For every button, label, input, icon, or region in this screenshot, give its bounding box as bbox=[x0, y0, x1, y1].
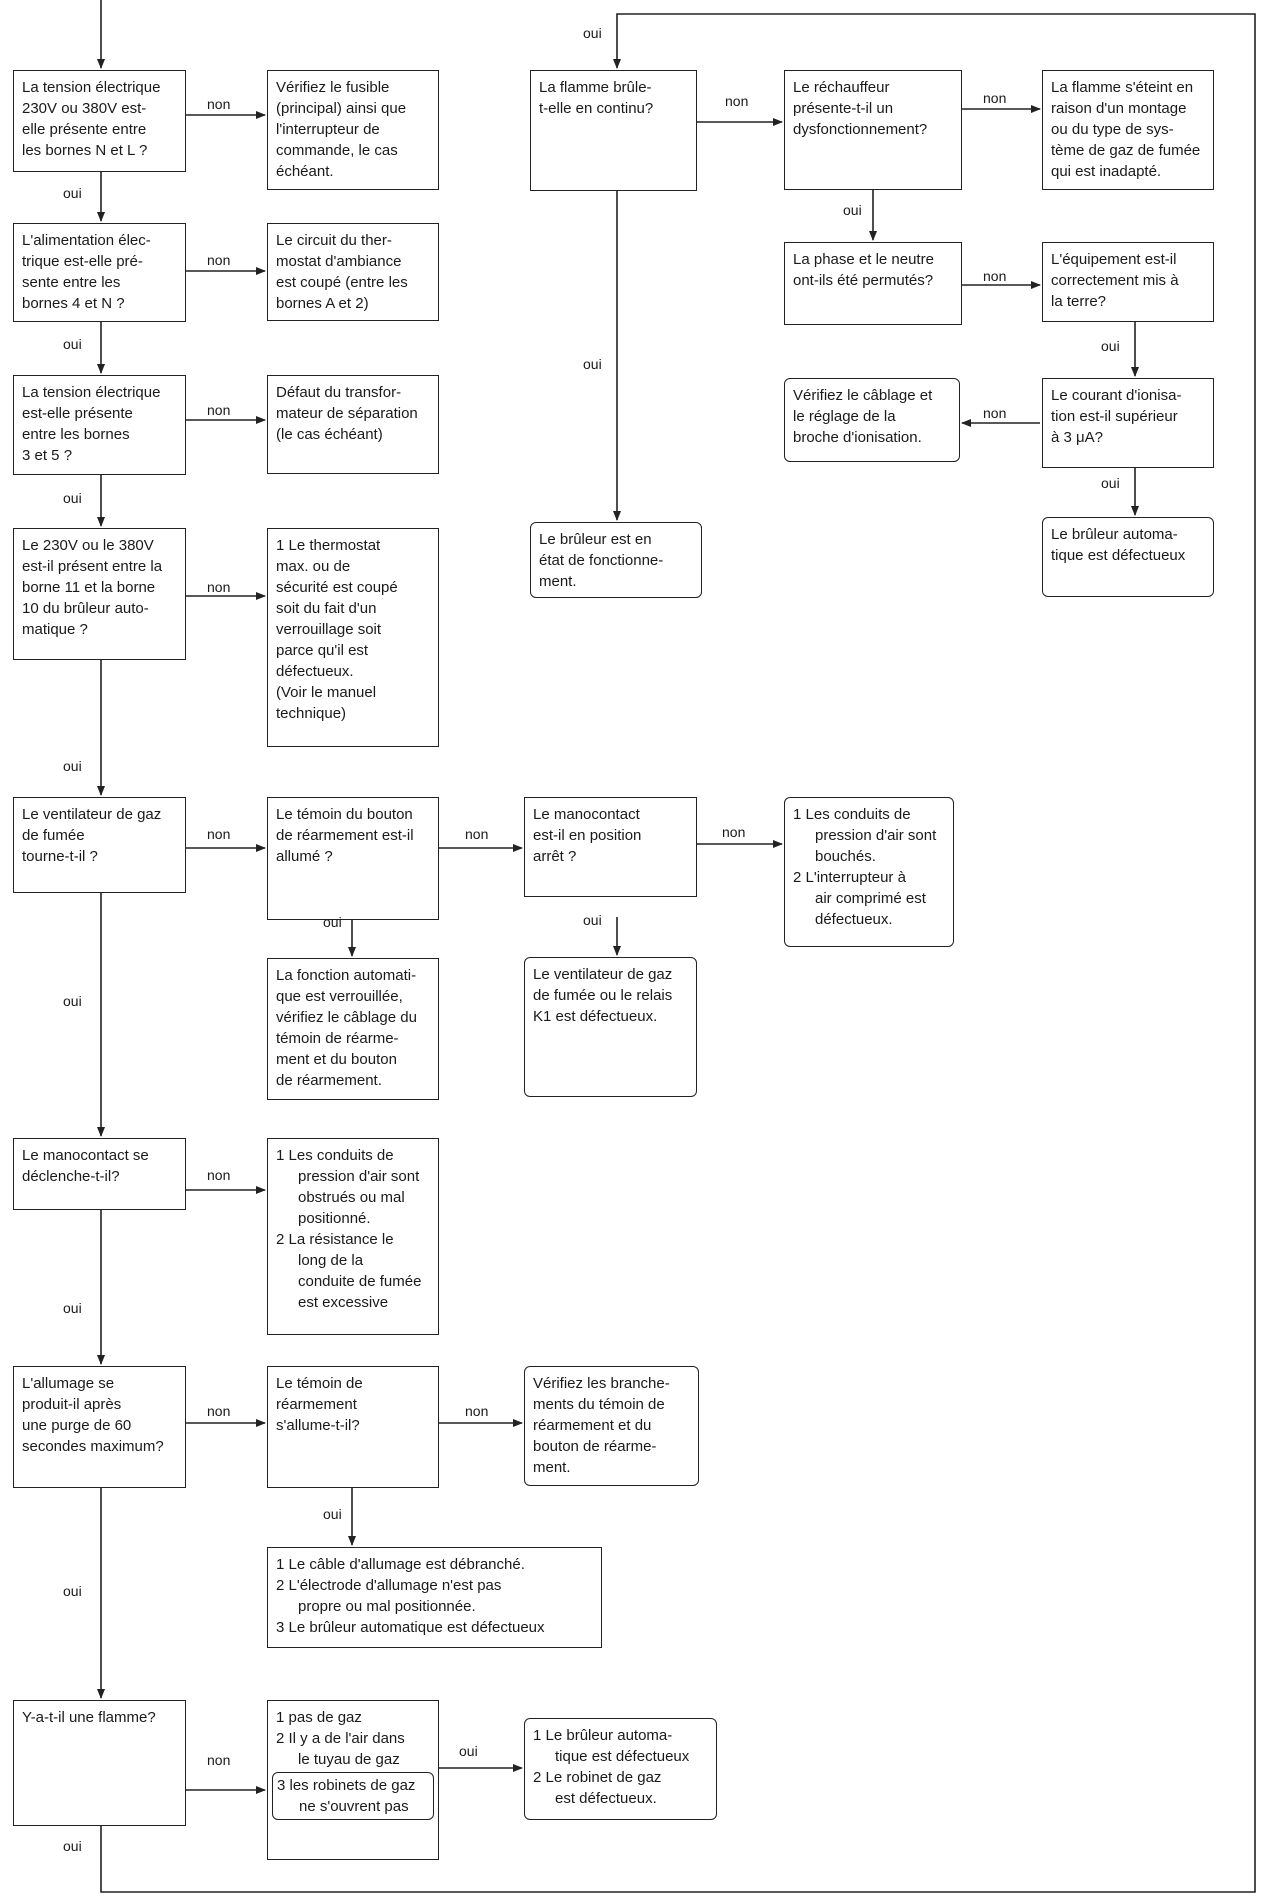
label-no: non bbox=[207, 96, 231, 112]
question-voltage-3-5: La tension électrique est-elle présente … bbox=[13, 375, 186, 475]
label-yes: oui bbox=[323, 1506, 342, 1522]
question-pressostat-trip: Le manocontact se déclenche-t-il? bbox=[13, 1138, 186, 1210]
list-item: 1 Les conduits de pression d'air sont ob… bbox=[276, 1147, 420, 1227]
label-yes: oui bbox=[323, 914, 342, 930]
question-flame-continuous: La flamme brûle- t-elle en continu? bbox=[530, 70, 697, 191]
label-no: non bbox=[983, 268, 1007, 284]
label-yes: oui bbox=[63, 185, 82, 201]
label-yes: oui bbox=[63, 758, 82, 774]
label-yes: oui bbox=[583, 356, 602, 372]
label-no: non bbox=[207, 402, 231, 418]
answer-check-fuse: Vérifiez le fusible (principal) ainsi qu… bbox=[267, 70, 439, 190]
label-yes: oui bbox=[63, 993, 82, 1009]
answer-burner-or-valve: 1 Le brûleur automa- tique est défectueu… bbox=[524, 1718, 717, 1820]
label-no: non bbox=[207, 826, 231, 842]
answer-air-ducts-blocked: 1 Les conduits de pression d'air sont bo… bbox=[784, 797, 954, 947]
label-no: non bbox=[207, 1403, 231, 1419]
label-yes: oui bbox=[63, 490, 82, 506]
label-no: non bbox=[207, 1752, 231, 1768]
list-item: 3 Le brûleur automatique est défectueux bbox=[276, 1619, 545, 1636]
label-no: non bbox=[207, 252, 231, 268]
label-yes: oui bbox=[459, 1743, 478, 1759]
label-no: non bbox=[983, 405, 1007, 421]
label-yes: oui bbox=[583, 25, 602, 41]
question-power-4-n: L'alimentation élec- trique est-elle pré… bbox=[13, 223, 186, 322]
label-yes: oui bbox=[1101, 338, 1120, 354]
question-reset-lamp: Le témoin du bouton de réarmement est-il… bbox=[267, 797, 439, 920]
list-item: 1 Le brûleur automa- tique est défectueu… bbox=[533, 1727, 690, 1765]
answer-no-gas: 1 pas de gaz 2 Il y a de l'air dans le t… bbox=[267, 1700, 439, 1860]
list-item: 1 Le câble d'allumage est débranché. bbox=[276, 1556, 525, 1573]
answer-transformer-fault: Défaut du transfor- mateur de séparation… bbox=[267, 375, 439, 474]
answer-thermostat-max: 1 Le thermostat max. ou de sécurité est … bbox=[267, 528, 439, 747]
list-item: 2 L'interrupteur à air comprimé est défe… bbox=[793, 869, 926, 928]
question-reset-lamp-on: Le témoin de réarmement s'allume-t-il? bbox=[267, 1366, 439, 1488]
question-fan-running: Le ventilateur de gaz de fumée tourne-t-… bbox=[13, 797, 186, 893]
question-pressostat-off: Le manocontact est-il en position arrêt … bbox=[524, 797, 697, 897]
question-earthing: L'équipement est-il correctement mis à l… bbox=[1042, 242, 1214, 322]
answer-burner-ok: Le brûleur est en état de fonctionne- me… bbox=[530, 522, 702, 598]
list-item: 2 Il y a de l'air dans le tuyau de gaz bbox=[276, 1730, 405, 1768]
label-yes: oui bbox=[63, 1300, 82, 1316]
label-no: non bbox=[725, 93, 749, 109]
label-no: non bbox=[465, 826, 489, 842]
list-item: 2 L'électrode d'allumage n'est pas propr… bbox=[276, 1577, 502, 1615]
question-heater-malfunction: Le réchauffeur présente-t-il un dysfonct… bbox=[784, 70, 962, 190]
answer-fan-or-relay-k1: Le ventilateur de gaz de fumée ou le rel… bbox=[524, 957, 697, 1097]
answer-ignition-causes: 1 Le câble d'allumage est débranché. 2 L… bbox=[267, 1547, 602, 1648]
answer-automatic-locked: La fonction automati- que est verrouillé… bbox=[267, 958, 439, 1100]
list-item: 2 La résistance le long de la conduite d… bbox=[276, 1231, 422, 1311]
question-flame-present: Y-a-t-il une flamme? bbox=[13, 1700, 186, 1826]
label-yes: oui bbox=[583, 912, 602, 928]
label-yes: oui bbox=[1101, 475, 1120, 491]
question-voltage-n-l: La tension électrique 230V ou 380V est- … bbox=[13, 70, 186, 172]
answer-check-reset-wiring: Vérifiez les branche- ments du témoin de… bbox=[524, 1366, 699, 1486]
answer-air-ducts-obstructed: 1 Les conduits de pression d'air sont ob… bbox=[267, 1138, 439, 1335]
label-no: non bbox=[465, 1403, 489, 1419]
answer-check-ionisation-wiring: Vérifiez le câblage et le réglage de la … bbox=[784, 378, 960, 462]
list-item: 2 Le robinet de gaz est défectueux. bbox=[533, 1769, 662, 1807]
label-no: non bbox=[722, 824, 746, 840]
label-no: non bbox=[983, 90, 1007, 106]
list-item-highlighted: 3 les robinets de gaz ne s'ouvrent pas bbox=[272, 1772, 434, 1820]
list-item: 1 Les conduits de pression d'air sont bo… bbox=[793, 806, 937, 865]
arrow-q8-r1-loop bbox=[100, 13, 1256, 1893]
answer-automatic-burner-defective: Le brûleur automa- tique est défectueux bbox=[1042, 517, 1214, 597]
label-yes: oui bbox=[63, 1838, 82, 1854]
label-yes: oui bbox=[63, 336, 82, 352]
label-no: non bbox=[207, 1167, 231, 1183]
label-no: non bbox=[207, 579, 231, 595]
question-phase-neutral-swapped: La phase et le neutre ont-ils été permut… bbox=[784, 242, 962, 325]
answer-flame-goes-out: La flamme s'éteint en raison d'un montag… bbox=[1042, 70, 1214, 190]
answer-thermostat-circuit: Le circuit du ther- mostat d'ambiance es… bbox=[267, 223, 439, 321]
list-item: 1 pas de gaz bbox=[276, 1709, 362, 1726]
question-ionisation-current: Le courant d'ionisa- tion est-il supérie… bbox=[1042, 378, 1214, 468]
label-yes: oui bbox=[63, 1583, 82, 1599]
question-voltage-11-10: Le 230V ou le 380V est-il présent entre … bbox=[13, 528, 186, 660]
label-yes: oui bbox=[843, 202, 862, 218]
question-ignition-after-purge: L'allumage se produit-il après une purge… bbox=[13, 1366, 186, 1488]
